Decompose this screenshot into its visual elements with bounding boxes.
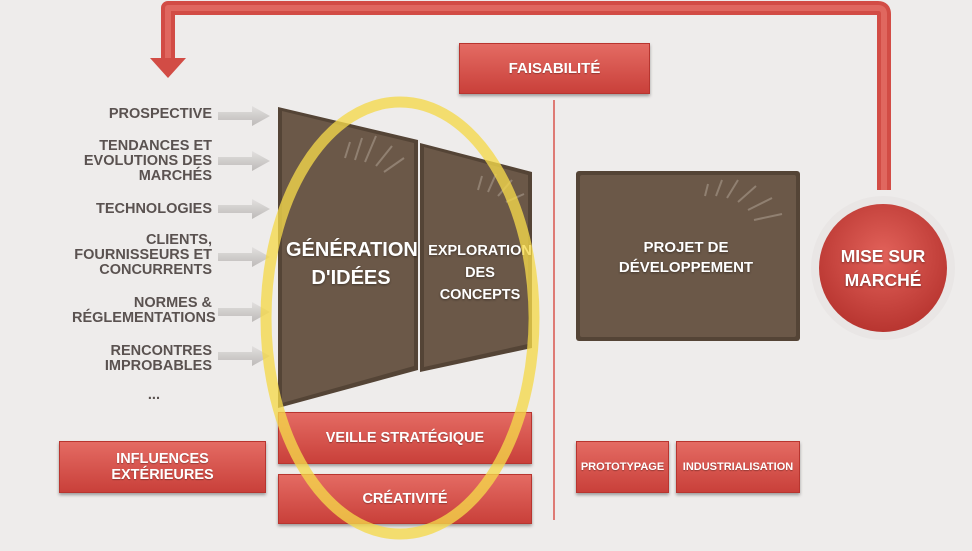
box-veille-strategique: VEILLE STRATÉGIQUE (278, 412, 532, 464)
influence-clients: CLIENTS, FOURNISSEURS ET CONCURRENTS (74, 232, 212, 278)
stage-projet: PROJET DE DÉVELOPPEMENT (618, 239, 754, 276)
box-industrialisation: INDUSTRIALISATION (676, 441, 800, 493)
stage-generation: GÉNÉRATION D'IDÉES (286, 239, 418, 289)
input-arrows (218, 106, 270, 366)
stage-exploration: EXPLORATION DES CONCEPTS (428, 243, 532, 303)
stage-mise-sur-marche: MISE SUR MARCHÉ (840, 246, 926, 290)
influence-normes: NORMES & RÉGLEMENTATIONS (72, 295, 216, 326)
influence-rencontres: RENCONTRES IMPROBABLES (104, 343, 212, 374)
panel-projet (576, 171, 800, 341)
influence-tendances: TENDANCES ET EVOLUTIONS DES MARCHÉS (83, 138, 212, 184)
box-faisabilite: FAISABILITÉ (459, 43, 650, 94)
box-influences-exterieures: INFLUENCES EXTÉRIEURES (59, 441, 266, 493)
box-creativite: CRÉATIVITÉ (278, 474, 532, 524)
influence-technologies: TECHNOLOGIES (95, 201, 212, 217)
influence-etc: ... (147, 387, 160, 403)
influence-prospective: PROSPECTIVE (108, 106, 212, 122)
mise-sur-marche-circle (811, 196, 955, 340)
box-prototypage: PROTOTYPAGE (576, 441, 669, 493)
feedback-arrow (150, 1, 891, 190)
